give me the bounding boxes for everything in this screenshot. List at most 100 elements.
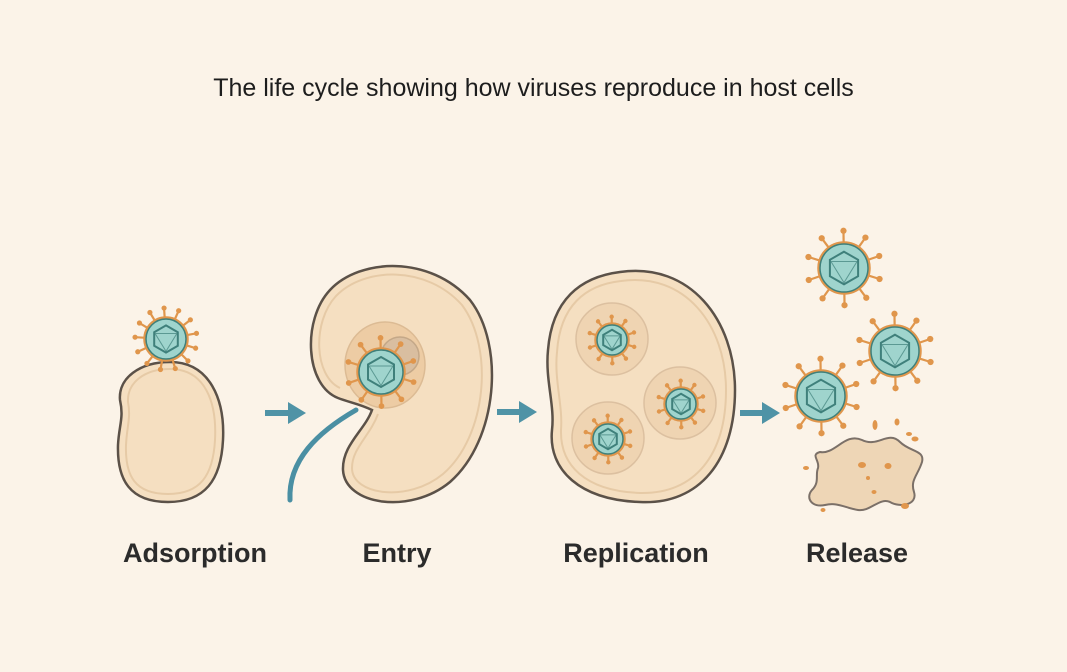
virus-capsid bbox=[870, 326, 920, 376]
spike-knob bbox=[592, 455, 597, 461]
spike-knob bbox=[876, 252, 883, 260]
stage-label-adsorption: Adsorption bbox=[123, 538, 267, 568]
spike-knob bbox=[136, 320, 143, 326]
spike-knob bbox=[841, 302, 848, 309]
spike-knob bbox=[870, 378, 877, 385]
spike-knob bbox=[664, 383, 670, 388]
icosahedron-icon bbox=[598, 427, 618, 451]
capsid-facet bbox=[807, 388, 835, 412]
spike-knob bbox=[679, 425, 684, 430]
spike-knob bbox=[596, 356, 601, 362]
virus-particle bbox=[583, 413, 633, 465]
cell-membrane-inner bbox=[124, 367, 217, 496]
stage-label-replication: Replication bbox=[563, 538, 709, 568]
stage-label-release: Release bbox=[805, 538, 909, 568]
spike-knob bbox=[591, 418, 597, 423]
spike-knob bbox=[817, 355, 824, 362]
virus-capsid bbox=[358, 349, 404, 395]
spike-knob bbox=[398, 396, 405, 403]
spike-knob bbox=[856, 336, 863, 344]
spike-knob bbox=[862, 234, 869, 241]
virus-envelope bbox=[594, 322, 630, 358]
spike-knob bbox=[378, 403, 385, 409]
release-stage bbox=[803, 418, 924, 512]
spike-knob bbox=[869, 318, 876, 325]
spike-knob bbox=[587, 330, 592, 336]
arrow-adsorption-to-entry bbox=[265, 402, 306, 424]
spike-knob bbox=[840, 227, 847, 234]
virus-envelope bbox=[817, 241, 871, 295]
spike-knob bbox=[856, 359, 863, 367]
spike-knob bbox=[132, 334, 138, 340]
spike-knob bbox=[863, 294, 870, 301]
capsid-facet bbox=[599, 434, 618, 450]
icosahedron-icon bbox=[805, 378, 837, 414]
virus-capsid bbox=[796, 371, 846, 421]
capsid-facet bbox=[830, 260, 858, 284]
spike-knob bbox=[840, 422, 847, 429]
spike-knob bbox=[358, 397, 365, 403]
virus-particle bbox=[132, 305, 200, 373]
icosahedron-icon bbox=[367, 355, 395, 389]
spike-knob bbox=[410, 379, 417, 385]
spike-knob bbox=[927, 358, 934, 366]
spike-knob bbox=[805, 253, 812, 261]
spike-knob bbox=[628, 443, 633, 449]
spike-knob bbox=[876, 275, 883, 283]
spike-knob bbox=[345, 359, 352, 365]
replication-stage bbox=[546, 269, 737, 504]
diagram-title: The life cycle showing how viruses repro… bbox=[213, 74, 854, 102]
virus-particle bbox=[805, 227, 883, 309]
icosahedron-icon bbox=[879, 333, 911, 369]
virus-particle bbox=[345, 335, 417, 409]
arrow-entry-to-replication bbox=[497, 401, 537, 423]
virus-particle bbox=[782, 355, 860, 437]
host-cell bbox=[116, 360, 225, 504]
spike-knob bbox=[161, 305, 167, 311]
spike-knob bbox=[397, 341, 404, 347]
spike-knob bbox=[623, 356, 629, 361]
icosahedron-icon bbox=[828, 250, 860, 286]
virus-capsid bbox=[145, 318, 187, 360]
spike-knob bbox=[377, 335, 384, 341]
spike-knob bbox=[587, 345, 593, 350]
viral-genome-strand bbox=[287, 407, 359, 503]
spike-knob bbox=[583, 429, 588, 435]
spike-knob bbox=[692, 382, 697, 388]
capsid-facet bbox=[603, 335, 622, 351]
icosahedron-icon bbox=[671, 392, 691, 416]
spike-knob bbox=[665, 420, 670, 426]
spike-knob bbox=[345, 380, 352, 386]
spike-knob bbox=[853, 403, 860, 411]
icosahedron-icon bbox=[153, 324, 179, 354]
spike-knob bbox=[606, 460, 611, 465]
virus-envelope bbox=[868, 324, 922, 378]
spike-knob bbox=[927, 335, 934, 343]
spike-knob bbox=[839, 362, 846, 369]
spike-knob bbox=[796, 423, 803, 430]
spike-knob bbox=[819, 295, 826, 302]
lysed-cell-debris bbox=[808, 436, 924, 512]
spike-knob bbox=[795, 363, 802, 370]
spike-knob bbox=[193, 345, 199, 351]
virus-capsid bbox=[596, 324, 628, 356]
spike-knob bbox=[782, 404, 789, 412]
spike-knob bbox=[700, 394, 706, 399]
spike-knob bbox=[632, 344, 637, 350]
spike-knob bbox=[176, 308, 182, 314]
spike-knob bbox=[853, 380, 860, 388]
spike-knob bbox=[610, 361, 615, 366]
spike-knob bbox=[692, 420, 698, 425]
spike-knob bbox=[805, 276, 812, 284]
virus-envelope bbox=[590, 421, 626, 457]
virus-particle bbox=[856, 310, 934, 392]
arrow-replication-to-release bbox=[740, 402, 780, 424]
stage-label-entry: Entry bbox=[362, 538, 432, 568]
spike-knob bbox=[913, 317, 920, 324]
spike-knob bbox=[609, 314, 614, 319]
spike-knob bbox=[135, 349, 141, 355]
virus-capsid bbox=[592, 423, 624, 455]
virus-particle bbox=[587, 314, 637, 366]
capsid-facet bbox=[368, 365, 394, 387]
